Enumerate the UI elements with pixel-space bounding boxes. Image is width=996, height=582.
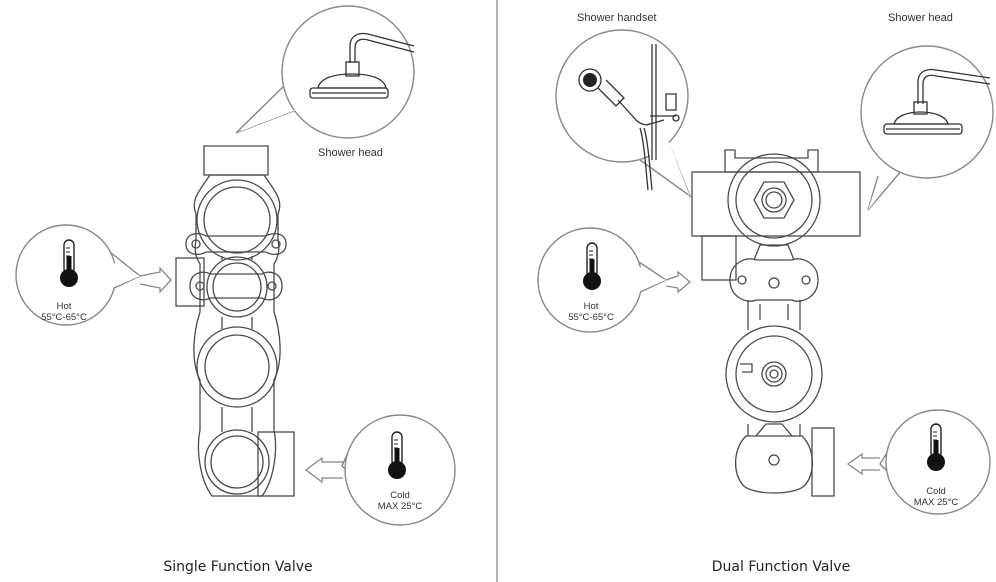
shower-head-bubble-left xyxy=(235,5,415,139)
cold-range-right: MAX 25°C xyxy=(913,497,959,508)
shower-head-label-left: Shower head xyxy=(318,147,383,159)
cold-label-right: Cold xyxy=(926,486,946,497)
shower-handset-bubble xyxy=(555,29,692,198)
hot-inlet-bubble-left xyxy=(15,224,172,326)
arrow-right-icon-2 xyxy=(665,270,692,294)
hot-label-left: Hot xyxy=(56,301,72,312)
shower-handset-icon xyxy=(578,44,680,191)
shower-head-icon xyxy=(309,32,415,99)
shower-head-label-right: Shower head xyxy=(888,12,953,24)
arrow-left-icon-2 xyxy=(846,452,880,476)
hot-range-left: 55°C-65°C xyxy=(41,312,87,323)
single-valve-body xyxy=(175,145,295,497)
arrow-right-icon xyxy=(139,266,172,294)
cold-label-left: Cold xyxy=(390,490,410,501)
dual-valve-caption: Dual Function Valve xyxy=(711,559,851,575)
hot-inlet-bubble-right xyxy=(537,227,692,333)
cold-inlet-bubble-right xyxy=(846,409,991,515)
arrow-left-icon xyxy=(304,456,343,484)
shower-handset-label: Shower handset xyxy=(577,12,657,24)
hot-label-right: Hot xyxy=(583,301,599,312)
shower-head-icon-right xyxy=(883,68,991,135)
cold-inlet-bubble-left xyxy=(304,414,456,526)
cold-range-left: MAX 25°C xyxy=(377,501,423,512)
single-valve-caption: Single Function Valve xyxy=(163,559,313,575)
dual-valve-body xyxy=(691,149,861,497)
shower-head-bubble-right xyxy=(860,45,994,211)
hot-range-right: 55°C-65°C xyxy=(568,312,614,323)
